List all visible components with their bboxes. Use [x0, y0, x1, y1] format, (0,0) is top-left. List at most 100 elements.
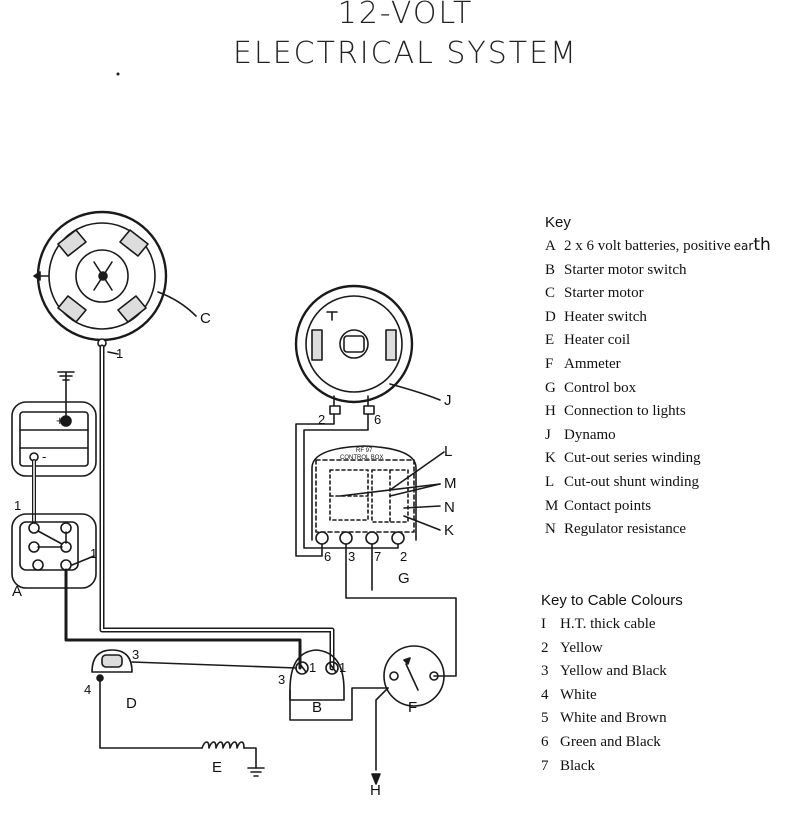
key-item-text: Regulator resistance [564, 521, 687, 538]
key-item-letter: K [545, 450, 556, 467]
key-item-letter: H [545, 403, 556, 420]
key-item-text: Connection to lights [564, 403, 686, 420]
key-item-text: Starter motor switch [564, 261, 687, 278]
cable-key-number: 2 [541, 639, 549, 656]
ammeter-f [345, 539, 457, 785]
label-m: M [444, 475, 457, 492]
cable-key-text: Yellow and Black [560, 663, 667, 680]
handwritten-earth-part1: ear [733, 239, 754, 253]
key-item-text: 2 x 6 volt batteries, positive [564, 238, 731, 254]
key-item: K Cut-out series winding [545, 447, 771, 471]
wire-num-box-3: 3 [348, 549, 355, 564]
cable-key-item: 7 Black [541, 755, 683, 779]
wire-num-b-1b: 1 [339, 660, 346, 675]
wire-num-battery-a: 1 [14, 498, 21, 513]
cable-key-item: 6 Green and Black [541, 731, 683, 755]
key-item-letter: N [545, 521, 556, 538]
label-g: G [398, 570, 410, 587]
key-item: M Contact points [545, 495, 771, 519]
wire-num-d-4: 4 [84, 682, 91, 697]
key-item: N Regulator resistance [545, 518, 771, 542]
cable-key-item: I H.T. thick cable [541, 613, 683, 637]
label-plus: + [56, 413, 64, 428]
key-item-text: Control box [564, 379, 637, 396]
wire-num-box-6: 6 [324, 549, 331, 564]
cable-key-item: 4 White [541, 684, 683, 708]
wire-num-dynamo-6: 6 [374, 412, 381, 427]
ht-cable [99, 344, 335, 671]
key-item-letter: D [545, 308, 556, 325]
key-item-letter: E [545, 332, 555, 349]
cable-key-heading: Key to Cable Colours [541, 592, 683, 609]
key-item: D Heater switch [545, 306, 771, 330]
wire-num-dynamo-2: 2 [318, 412, 325, 427]
label-l: L [444, 443, 452, 460]
label-d: D [126, 695, 137, 712]
cable-key-text: H.T. thick cable [560, 616, 656, 632]
key-item-text: Heater switch [564, 308, 647, 325]
cable-key-text: White [560, 686, 597, 703]
control-box-text-1: RF 97 [356, 448, 373, 454]
wire-num-box-2: 2 [400, 549, 407, 564]
label-a: A [12, 583, 22, 600]
key-item-letter: J [545, 426, 551, 443]
key-item-text: Ammeter [564, 355, 621, 372]
key-item-letter: F [545, 355, 554, 372]
key-item-letter: B [545, 261, 556, 278]
cable-key-number: 5 [541, 710, 549, 727]
label-b: B [312, 699, 322, 716]
label-c: C [200, 310, 211, 327]
key-item: C Starter motor [545, 282, 771, 306]
label-minus: - [42, 449, 46, 464]
label-f: F [408, 699, 417, 716]
key-item-letter: L [545, 473, 555, 490]
key-item-text: Contact points [564, 497, 652, 514]
title-line-2: ELECTRICAL SYSTEM [233, 36, 578, 71]
heater-coil-e [201, 741, 265, 777]
handwritten-earth-part2: th [753, 235, 771, 255]
starter-switch-b [131, 649, 389, 721]
key-item-text: Dynamo [564, 426, 616, 443]
key-item-text: Heater coil [564, 332, 631, 349]
key-item: B Starter motor switch [545, 259, 771, 283]
key-item-letter: M [545, 497, 559, 514]
cable-key-number: I [541, 616, 546, 632]
label-e: E [212, 759, 222, 776]
starter-motor-c [33, 210, 197, 342]
cable-key-number: 6 [541, 733, 549, 750]
stray-dot [116, 72, 120, 76]
control-box-g [311, 445, 445, 591]
cable-key-text: Yellow [560, 639, 603, 656]
key-item: J Dynamo [545, 424, 771, 448]
dynamo-j [294, 284, 441, 557]
cable-key-text: Black [560, 757, 595, 774]
cable-key-text: Green and Black [560, 733, 661, 750]
cable-key-item: 2 Yellow [541, 637, 683, 661]
key-item-letter: C [545, 285, 556, 302]
key-item-text: Cut-out series winding [564, 450, 701, 467]
wire-num-b-1a: 1 [309, 660, 316, 675]
key-item-text: Starter motor [564, 285, 644, 302]
control-box-text-2: CONTROL BOX [340, 455, 383, 461]
wire-num-c: 1 [116, 346, 123, 361]
wire-num-d-3: 3 [132, 647, 139, 662]
cable-key-text: White and Brown [560, 710, 667, 727]
key-item: H Connection to lights [545, 400, 771, 424]
battery-a [11, 371, 302, 670]
cable-key-number: 4 [541, 686, 549, 703]
cable-key-number: 7 [541, 757, 549, 774]
key-item-letter: G [545, 379, 556, 396]
key-heading: Key [545, 214, 571, 231]
cable-key-item: 5 White and Brown [541, 707, 683, 731]
title-line-1: 12-VOLT [337, 0, 474, 31]
wire-num-battery-b: 1 [90, 546, 97, 561]
key-item: F Ammeter [545, 353, 771, 377]
